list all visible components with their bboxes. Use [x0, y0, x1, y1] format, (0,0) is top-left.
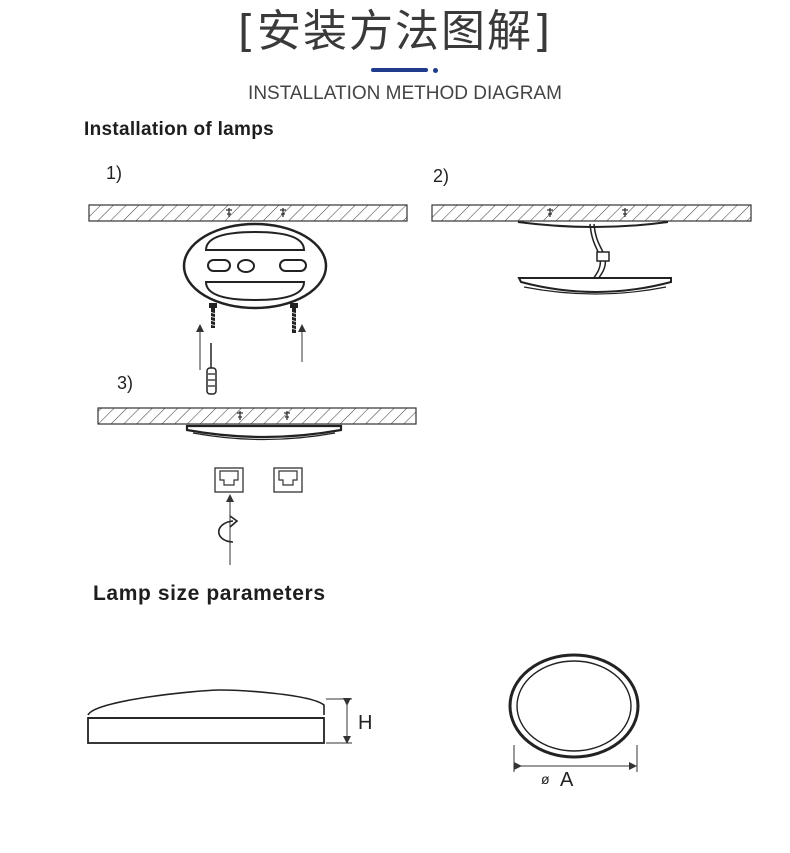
screw-icon — [622, 208, 628, 217]
step-2-label: 2) — [433, 166, 450, 186]
page-subtitle: INSTALLATION METHOD DIAGRAM — [248, 83, 562, 104]
lamp-side-view — [87, 689, 352, 744]
diameter-symbol: ø — [541, 771, 550, 787]
step-3-label: 3) — [117, 373, 134, 393]
clip-icon — [273, 467, 303, 493]
mounting-plate — [182, 222, 328, 310]
ceiling-hatch — [431, 204, 752, 222]
lamp-body — [185, 424, 343, 441]
page-title: [安装方法图解] — [237, 6, 553, 57]
clip-icon — [214, 467, 244, 493]
screw-icon — [237, 411, 243, 420]
rotate-icon — [217, 515, 239, 543]
title-accent-line — [371, 68, 428, 72]
height-dimension-label: H — [358, 712, 373, 734]
screw-icon — [280, 208, 286, 217]
screw-icon — [208, 303, 218, 328]
step-2-illustration — [431, 204, 752, 295]
lamp-top-view — [508, 653, 640, 772]
mounting-plate — [517, 221, 669, 228]
screw-icon — [226, 208, 232, 217]
lamp-body — [517, 277, 672, 295]
screwdriver-icon — [206, 343, 217, 395]
diameter-dimension-label: A — [560, 769, 574, 791]
size-heading: Lamp size parameters — [93, 582, 326, 605]
step-1-label: 1) — [106, 163, 123, 183]
ceiling-hatch — [88, 204, 408, 222]
installation-heading: Installation of lamps — [84, 119, 274, 140]
ceiling-hatch — [97, 407, 417, 425]
title-accent-dot — [433, 68, 438, 73]
screw-icon — [547, 208, 553, 217]
step-3-illustration — [97, 407, 417, 565]
screw-icon — [289, 303, 299, 333]
screw-icon — [284, 411, 290, 420]
step-1-illustration — [88, 204, 408, 395]
